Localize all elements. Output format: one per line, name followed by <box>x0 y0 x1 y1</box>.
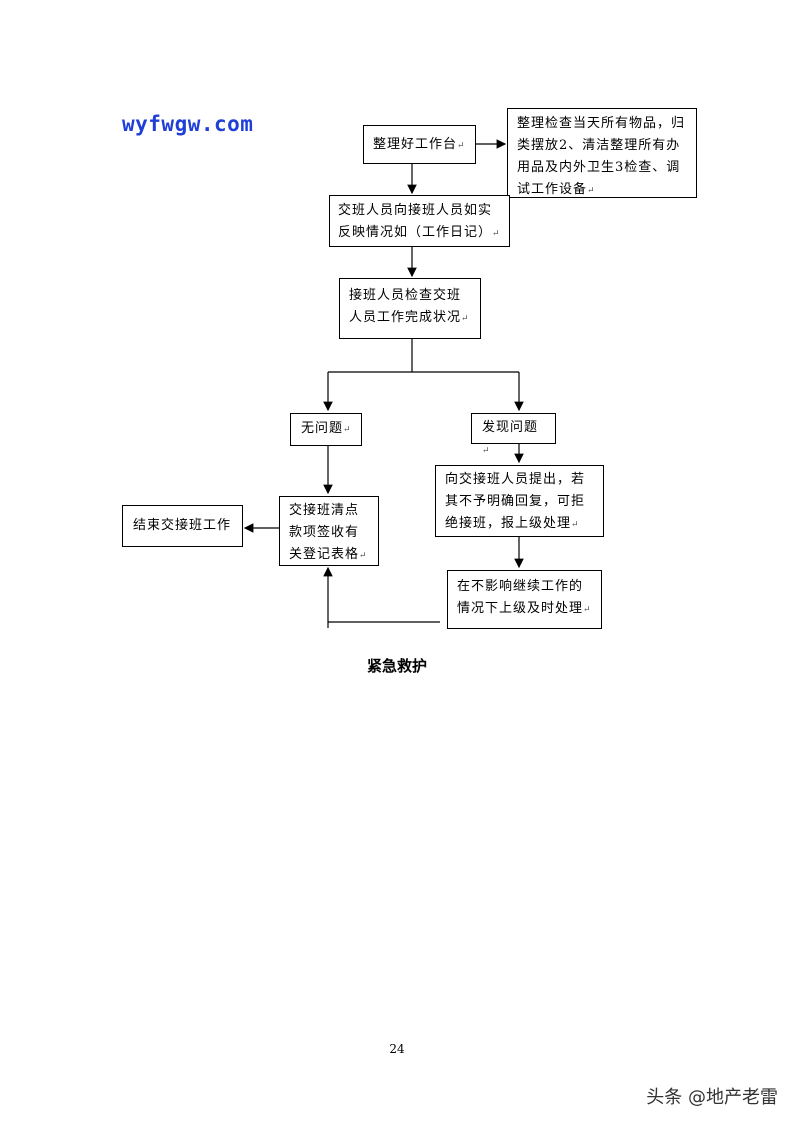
node-report-situation: 交班人员向接班人员如实反映情况如（工作日记）↵ <box>329 195 510 247</box>
node-superior-handles: 在不影响继续工作的情况下上级及时处理↵ <box>447 570 602 629</box>
node-no-problem: 无问题↵ <box>290 413 362 446</box>
node-end-handover: 结束交接班工作 <box>122 505 243 547</box>
section-title: 紧急救护 <box>366 657 427 675</box>
watermark-logo: wyfwgw.com <box>122 112 254 136</box>
credit-watermark: 头条 @地产老雷 <box>646 1087 778 1108</box>
node-raise-issue: 向交接班人员提出，若其不予明确回复，可拒绝接班，报上级处理↵ <box>435 465 604 537</box>
node-tidy-workstation: 整理好工作台↵ <box>363 125 476 164</box>
node-count-and-sign: 交接班清点款项签收有关登记表格↵ <box>279 496 379 566</box>
node-check-work-status: 接班人员检查交班人员工作完成状况↵ <box>339 278 481 339</box>
page-number: 24 <box>389 1042 405 1056</box>
node-problem-found: 发现问题↵ <box>471 413 556 456</box>
node-check-items: 整理检查当天所有物品，归类摆放2、清洁整理所有办用品及内外卫生3检查、调试工作设… <box>507 108 697 198</box>
